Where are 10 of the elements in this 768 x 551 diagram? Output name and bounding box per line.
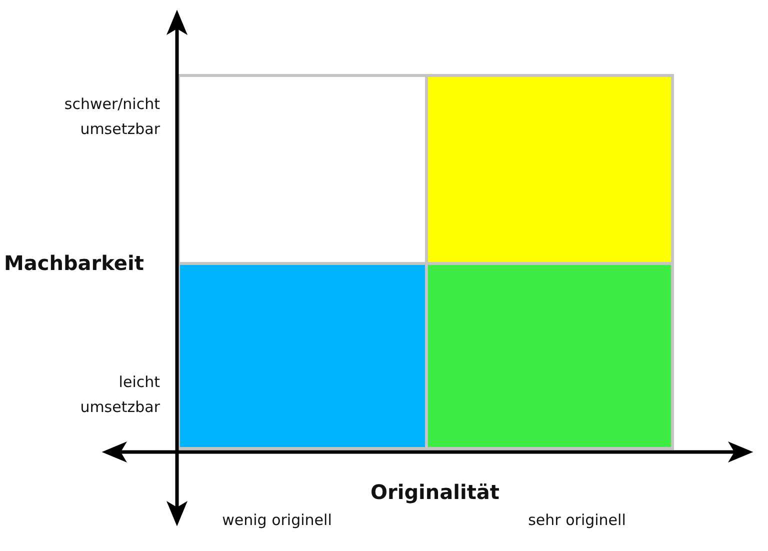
quadrant-box <box>425 74 674 265</box>
axis-tick-label: sehr originell <box>527 510 627 531</box>
axis-tick-label: schwer/nicht umsetzbar <box>63 94 160 140</box>
axis-title: Originalität <box>370 479 500 506</box>
quadrant-box <box>177 74 428 265</box>
axis-tick-label: leicht umsetzbar <box>79 372 160 418</box>
axis-tick-label: wenig originell <box>221 510 333 531</box>
quadrant-box <box>425 262 674 450</box>
quadrant-box <box>177 262 428 450</box>
axis-title: Machbarkeit <box>4 250 145 277</box>
